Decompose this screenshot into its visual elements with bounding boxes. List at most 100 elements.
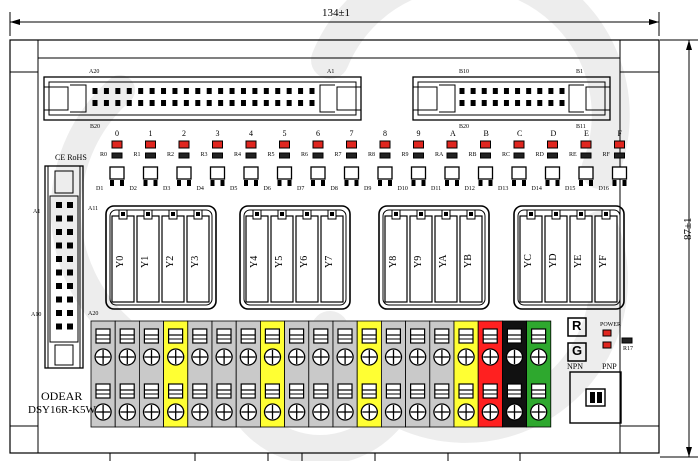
- connector-pin: [126, 100, 132, 106]
- side-conn-label-a10: A10: [31, 312, 42, 318]
- terminal-opening[interactable]: [289, 328, 305, 344]
- terminal-opening[interactable]: [385, 383, 401, 399]
- channel-label: A: [450, 129, 456, 138]
- terminal-opening[interactable]: [119, 383, 135, 399]
- terminal-opening[interactable]: [385, 328, 401, 344]
- connector-pin: [240, 88, 246, 94]
- terminal-opening[interactable]: [410, 328, 426, 344]
- terminal-opening[interactable]: [482, 383, 498, 399]
- terminal-opening[interactable]: [264, 328, 280, 344]
- resistor-label: R6: [301, 152, 309, 158]
- connector-pin: [559, 100, 565, 106]
- terminal-opening[interactable]: [119, 328, 135, 344]
- terminal-opening[interactable]: [313, 383, 329, 399]
- conn-b-label-br: B11: [576, 124, 586, 130]
- npn-label: NPN: [567, 362, 584, 371]
- connector-pin: [503, 100, 509, 106]
- terminal-opening[interactable]: [240, 328, 256, 344]
- resistor: [547, 152, 558, 159]
- r17-label: R17: [623, 346, 634, 352]
- pnp-label: PNP: [602, 362, 617, 371]
- connector-pin: [149, 88, 155, 94]
- relay-label: YF: [598, 255, 609, 268]
- diode: [511, 166, 527, 180]
- relay-label: Y9: [413, 255, 424, 268]
- diode: [142, 166, 159, 180]
- side-connector-pin: [67, 310, 73, 316]
- terminal-opening[interactable]: [95, 383, 111, 399]
- terminal-opening[interactable]: [434, 383, 450, 399]
- terminal-opening[interactable]: [192, 328, 208, 344]
- resistor: [178, 152, 190, 159]
- diode-label: D8: [330, 186, 338, 192]
- connector-pin: [309, 100, 315, 106]
- model-number: DSY16R-K5W: [28, 404, 96, 416]
- terminal-opening[interactable]: [434, 328, 450, 344]
- diode-label: D6: [263, 186, 271, 192]
- diode-label: D9: [364, 186, 372, 192]
- connector-pin: [459, 100, 465, 106]
- terminal-opening[interactable]: [530, 328, 547, 344]
- diode-label: D11: [431, 186, 442, 192]
- terminal-opening[interactable]: [337, 383, 353, 399]
- side-connector-pin: [67, 283, 73, 289]
- connector-pin: [548, 88, 554, 94]
- diode-label: D7: [297, 186, 305, 192]
- connector-pin: [161, 88, 167, 94]
- channel-led: [513, 140, 525, 149]
- channel-led: [413, 140, 424, 149]
- diode: [209, 166, 226, 180]
- channel-led: [346, 140, 357, 149]
- resistor: [480, 152, 491, 159]
- connector-pin: [298, 88, 304, 94]
- terminal-opening[interactable]: [168, 383, 184, 399]
- connector-pin: [161, 100, 167, 106]
- resistor-label: RE: [569, 152, 577, 158]
- terminal-opening[interactable]: [143, 328, 159, 344]
- terminal-opening[interactable]: [458, 328, 474, 344]
- terminal-opening[interactable]: [95, 328, 111, 344]
- side-connector-pin: [67, 296, 73, 303]
- terminal-opening[interactable]: [361, 383, 377, 399]
- terminal-opening[interactable]: [361, 328, 377, 344]
- resistor: [413, 152, 424, 159]
- conn-a-label-bl: B20: [90, 124, 101, 130]
- terminal-opening[interactable]: [240, 383, 256, 399]
- terminal-opening[interactable]: [143, 383, 159, 399]
- side-connector-pin: [67, 256, 73, 262]
- terminal-opening[interactable]: [192, 383, 208, 399]
- terminal-opening[interactable]: [530, 383, 547, 399]
- side-connector-pin: [56, 323, 62, 330]
- channel-led: [178, 140, 190, 149]
- terminal-opening[interactable]: [313, 328, 329, 344]
- terminal-opening[interactable]: [168, 328, 184, 344]
- terminal-opening[interactable]: [289, 383, 305, 399]
- diode: [544, 166, 561, 180]
- terminal-opening[interactable]: [482, 328, 498, 344]
- npn-pnp-switch[interactable]: [569, 371, 622, 424]
- terminal-opening[interactable]: [410, 383, 426, 399]
- connector-pin: [149, 100, 155, 106]
- relay-group: [378, 205, 490, 310]
- conn-a-label-tl: A20: [89, 69, 100, 75]
- conn-b-label-tl: B10: [459, 69, 470, 75]
- relay-label: YB: [463, 254, 474, 268]
- terminal-opening[interactable]: [458, 383, 474, 399]
- terminal-opening[interactable]: [216, 328, 232, 344]
- connector-pin: [481, 88, 487, 94]
- terminal-opening[interactable]: [216, 383, 232, 399]
- resistor-label: RA: [435, 152, 444, 158]
- terminal-opening[interactable]: [264, 383, 280, 399]
- terminal-opening[interactable]: [506, 383, 522, 399]
- side-connector-pin: [67, 269, 73, 276]
- terminal-opening[interactable]: [337, 328, 353, 344]
- power-g-key: G: [572, 343, 583, 358]
- terminal-opening[interactable]: [506, 328, 522, 344]
- channel-label: 3: [215, 129, 220, 138]
- side-connector-pin: [67, 229, 73, 235]
- connector-pin: [172, 100, 178, 106]
- relay-label: Y2: [165, 255, 176, 268]
- resistor: [312, 152, 324, 159]
- connector-b: [412, 76, 611, 121]
